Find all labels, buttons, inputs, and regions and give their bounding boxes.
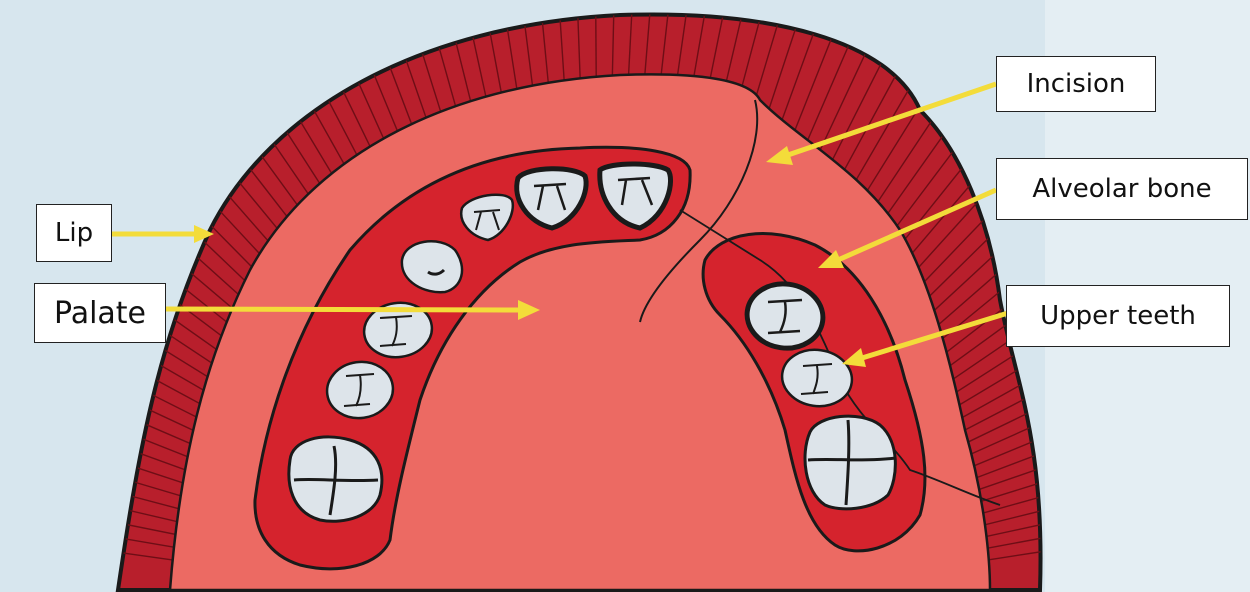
- palate-label: Palate: [34, 283, 166, 343]
- incision-label: Incision: [996, 56, 1156, 112]
- upper-teeth-label: Upper teeth: [1006, 285, 1230, 347]
- tooth-molar-left: [289, 437, 382, 521]
- lip-label: Lip: [36, 204, 112, 262]
- tooth-molar-right: [805, 416, 896, 509]
- alveolar-bone-label: Alveolar bone: [996, 158, 1248, 220]
